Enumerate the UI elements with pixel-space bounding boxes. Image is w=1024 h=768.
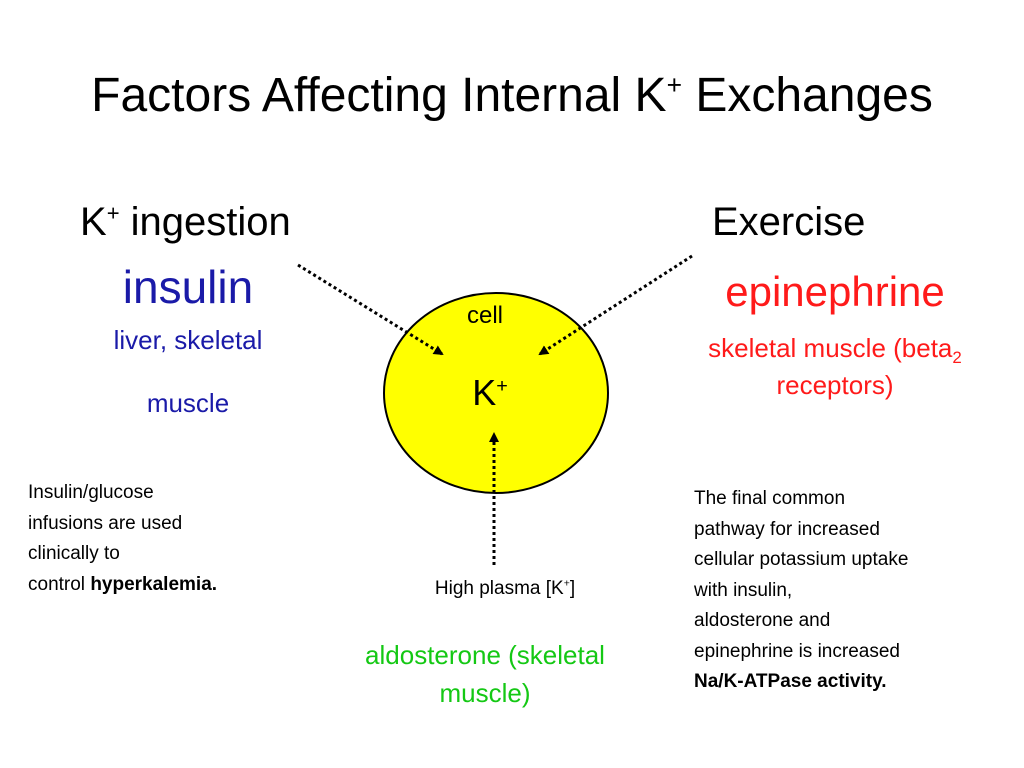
note-line: pathway for increased	[694, 518, 880, 540]
insulin-label: insulin	[122, 261, 254, 313]
note-line: epinephrine is increased	[694, 640, 900, 662]
common-pathway-note: The final common pathway for increased c…	[694, 484, 908, 698]
k-ingestion-heading: K+ ingestion	[80, 200, 291, 244]
aldosterone-line1: aldosterone (skeletal	[365, 640, 605, 670]
note-line: Insulin/glucose	[28, 482, 154, 503]
note-line: with insulin,	[694, 579, 793, 601]
exercise-heading: Exercise	[712, 200, 866, 244]
note-line: clinically to	[28, 543, 120, 564]
aldosterone-line2: muscle)	[439, 678, 531, 708]
hyperkalemia-term: hyperkalemia.	[90, 573, 218, 595]
note-line: aldosterone and	[694, 610, 831, 631]
insulin-site-line2: muscle	[146, 388, 230, 418]
note-line: The final common	[694, 488, 846, 509]
cell-label: cell	[466, 302, 503, 329]
page-title: Factors Affecting Internal K+ Exchanges	[91, 69, 933, 122]
epinephrine-site-line1: skeletal muscle (beta2	[708, 333, 962, 368]
note-line: control hyperkalemia.	[28, 573, 218, 595]
note-line: infusions are used	[28, 512, 183, 534]
insulin-clinical-note: Insulin/glucose infusions are used clini…	[28, 478, 217, 600]
atpase-activity-term: Na/K-ATPase activity.	[694, 671, 887, 692]
arrow-epinephrine	[538, 254, 693, 356]
epinephrine-site-line2: receptors)	[776, 370, 894, 400]
note-line: cellular potassium uptake	[694, 549, 909, 570]
arrow-insulin	[297, 263, 444, 356]
cell-circle	[383, 292, 609, 494]
epinephrine-label: epinephrine	[725, 268, 945, 315]
cell-potassium-label: K+	[472, 372, 508, 413]
high-plasma-label: High plasma [K+]	[434, 578, 576, 599]
insulin-site-line1: liver, skeletal	[113, 325, 263, 355]
